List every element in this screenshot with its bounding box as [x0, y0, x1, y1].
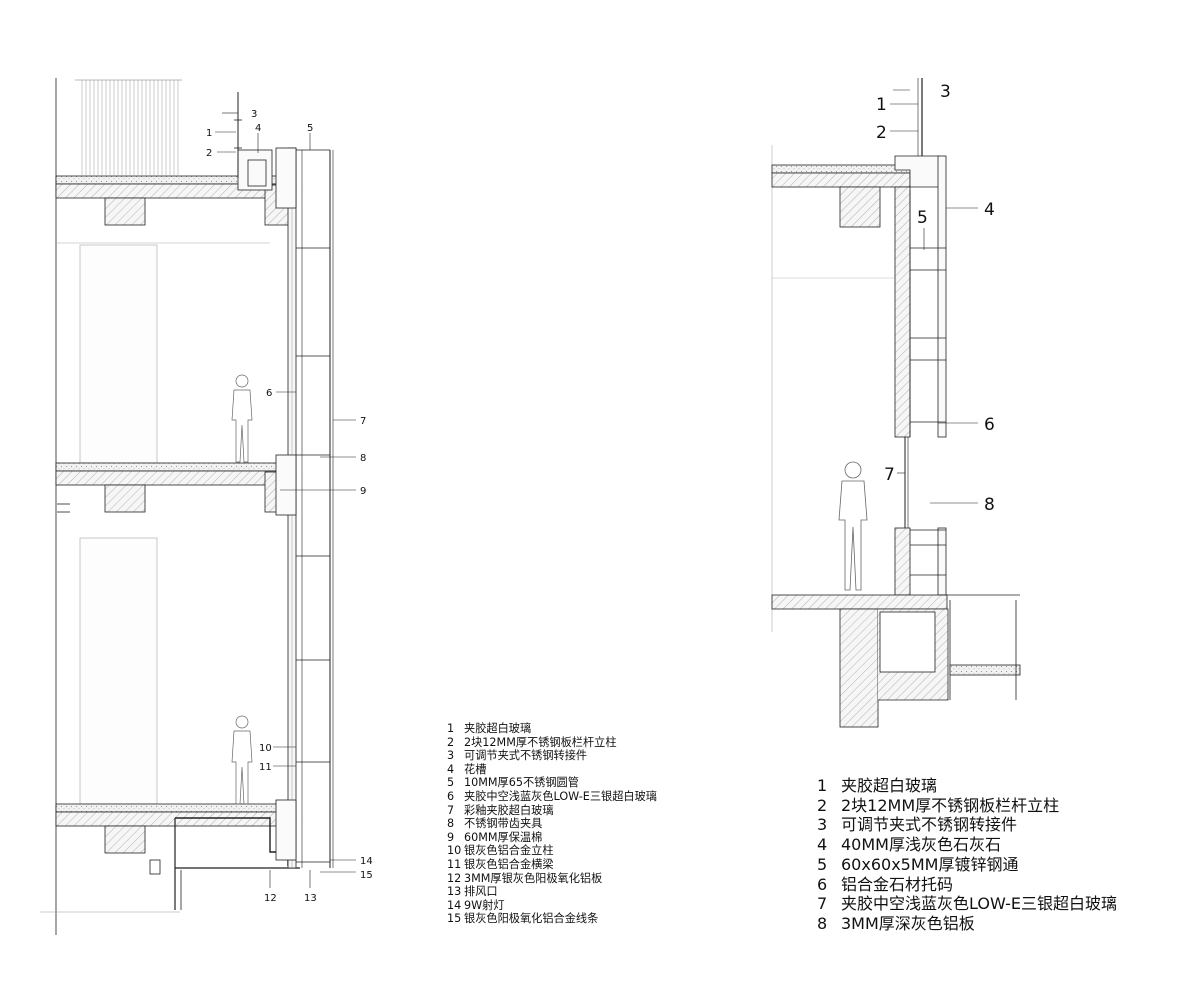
left-callout-11: 11 [259, 762, 272, 773]
human-figure-3-icon [838, 461, 868, 591]
left-section [40, 78, 356, 935]
left-callout-5: 5 [307, 123, 313, 134]
left-leaders [215, 112, 356, 888]
right-callout-6: 6 [984, 415, 995, 435]
left-callout-1: 1 [206, 128, 212, 139]
right-callout-3: 3 [940, 82, 951, 102]
right-callout-8: 8 [984, 495, 995, 515]
left-callout-9: 9 [360, 486, 366, 497]
human-figure-1-icon [231, 374, 253, 463]
left-callout-8: 8 [360, 453, 366, 464]
human-figure-2-icon [231, 715, 253, 805]
left-callout-3: 3 [251, 109, 257, 120]
right-callouts: 3 1 2 4 5 6 7 8 [876, 82, 995, 515]
right-leaders [890, 89, 978, 504]
left-callout-13: 13 [304, 893, 317, 904]
left-callout-4: 4 [255, 123, 261, 134]
left-callout-12: 12 [264, 893, 277, 904]
left-callout-15: 15 [360, 870, 373, 881]
right-section [771, 78, 1021, 728]
left-callout-14: 14 [360, 856, 373, 867]
left-callout-2: 2 [206, 148, 212, 159]
right-callout-1: 1 [876, 95, 887, 115]
right-callout-7: 7 [884, 465, 895, 485]
steel-brackets [910, 247, 946, 576]
left-callout-10: 10 [259, 743, 272, 754]
right-callout-5: 5 [917, 208, 928, 228]
left-callouts: 3 1 2 4 5 6 7 8 9 10 11 12 13 14 15 [206, 109, 373, 904]
glass-clamps [296, 149, 330, 863]
right-callout-4: 4 [984, 200, 995, 220]
top-vertical-hatch [81, 80, 179, 175]
left-callout-6: 6 [266, 388, 272, 399]
right-callout-2: 2 [876, 123, 887, 143]
left-callout-7: 7 [360, 416, 366, 427]
